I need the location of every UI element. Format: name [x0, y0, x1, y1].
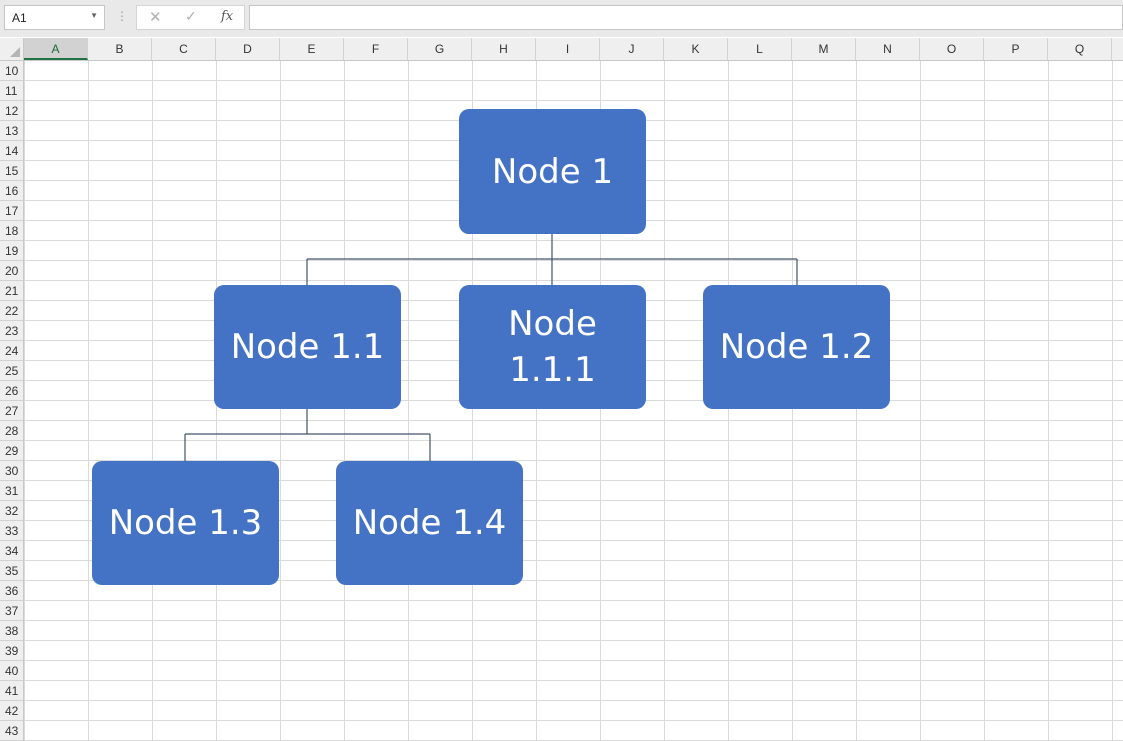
chevron-down-icon[interactable]: ▼	[90, 11, 98, 20]
row-header-30[interactable]: 30	[0, 461, 23, 481]
row-header-21[interactable]: 21	[0, 281, 23, 301]
formula-bar: A1 ▼ ⋮ ✕ ✓ fx	[0, 0, 1123, 37]
formula-tools: ✕ ✓ fx	[136, 5, 245, 30]
cancel-icon[interactable]: ✕	[149, 9, 162, 26]
node-1-label: Node 1	[491, 151, 614, 192]
column-header-k[interactable]: K	[664, 38, 728, 60]
row-header-26[interactable]: 26	[0, 381, 23, 401]
row-header-40[interactable]: 40	[0, 661, 23, 681]
row-header-11[interactable]: 11	[0, 81, 23, 101]
column-header-o[interactable]: O	[920, 38, 984, 60]
row-header-36[interactable]: 36	[0, 581, 23, 601]
column-header-q[interactable]: Q	[1048, 38, 1112, 60]
column-header-i[interactable]: I	[536, 38, 600, 60]
column-header-p[interactable]: P	[984, 38, 1048, 60]
row-header-15[interactable]: 15	[0, 161, 23, 181]
row-header-16[interactable]: 16	[0, 181, 23, 201]
row-header-33[interactable]: 33	[0, 521, 23, 541]
column-header-h[interactable]: H	[472, 38, 536, 60]
column-header-d[interactable]: D	[216, 38, 280, 60]
node-1-1-shape[interactable]: Node 1.1	[214, 285, 401, 409]
row-header-28[interactable]: 28	[0, 421, 23, 441]
column-header-l[interactable]: L	[728, 38, 792, 60]
node-1-3-label: Node 1.3	[108, 503, 263, 543]
row-header-39[interactable]: 39	[0, 641, 23, 661]
column-header-c[interactable]: C	[152, 38, 216, 60]
node-1-1-label: Node 1.1	[230, 327, 385, 367]
check-icon[interactable]: ✓	[185, 8, 197, 24]
vertical-ellipsis-icon: ⋮	[116, 9, 128, 23]
row-header-38[interactable]: 38	[0, 621, 23, 641]
row-header-13[interactable]: 13	[0, 121, 23, 141]
connector-node-1-children	[306, 234, 798, 285]
node-1-4-label: Node 1.4	[352, 503, 507, 543]
node-1-1-1-shape[interactable]: Node 1.1.1	[459, 285, 646, 409]
row-header-20[interactable]: 20	[0, 261, 23, 281]
column-header-j[interactable]: J	[600, 38, 664, 60]
column-header-g[interactable]: G	[408, 38, 472, 60]
row-header-31[interactable]: 31	[0, 481, 23, 501]
row-header-17[interactable]: 17	[0, 201, 23, 221]
row-header-19[interactable]: 19	[0, 241, 23, 261]
row-header-24[interactable]: 24	[0, 341, 23, 361]
row-header-18[interactable]: 18	[0, 221, 23, 241]
row-header-12[interactable]: 12	[0, 101, 23, 121]
column-header-m[interactable]: M	[792, 38, 856, 60]
row-header-10[interactable]: 10	[0, 61, 23, 81]
column-header-f[interactable]: F	[344, 38, 408, 60]
node-1-2-shape[interactable]: Node 1.2	[703, 285, 890, 409]
column-header-b[interactable]: B	[88, 38, 152, 60]
node-1-3-shape[interactable]: Node 1.3	[92, 461, 279, 585]
insert-function-icon[interactable]: fx	[221, 9, 234, 24]
row-header-35[interactable]: 35	[0, 561, 23, 581]
select-all-triangle-icon	[10, 47, 20, 57]
row-header-29[interactable]: 29	[0, 441, 23, 461]
row-header-14[interactable]: 14	[0, 141, 23, 161]
row-header-22[interactable]: 22	[0, 301, 23, 321]
column-header-e[interactable]: E	[280, 38, 344, 60]
column-header-n[interactable]: N	[856, 38, 920, 60]
name-box-value: A1	[12, 11, 27, 25]
select-all-button[interactable]	[0, 38, 24, 60]
node-1-shape[interactable]: Node 1	[459, 109, 646, 234]
node-1-2-label: Node 1.2	[719, 327, 874, 367]
name-box[interactable]: A1 ▼	[4, 5, 105, 30]
row-header-34[interactable]: 34	[0, 541, 23, 561]
formula-input[interactable]	[249, 5, 1123, 30]
row-header-42[interactable]: 42	[0, 701, 23, 721]
row-header-37[interactable]: 37	[0, 601, 23, 621]
row-header-23[interactable]: 23	[0, 321, 23, 341]
node-1-1-1-label: Node 1.1.1	[508, 304, 597, 390]
connector-node-1-1-children	[184, 408, 431, 461]
column-header-a[interactable]: A	[24, 38, 88, 60]
node-1-4-shape[interactable]: Node 1.4	[336, 461, 523, 585]
row-header-25[interactable]: 25	[0, 361, 23, 381]
row-header-41[interactable]: 41	[0, 681, 23, 701]
row-header-27[interactable]: 27	[0, 401, 23, 421]
row-header-32[interactable]: 32	[0, 501, 23, 521]
